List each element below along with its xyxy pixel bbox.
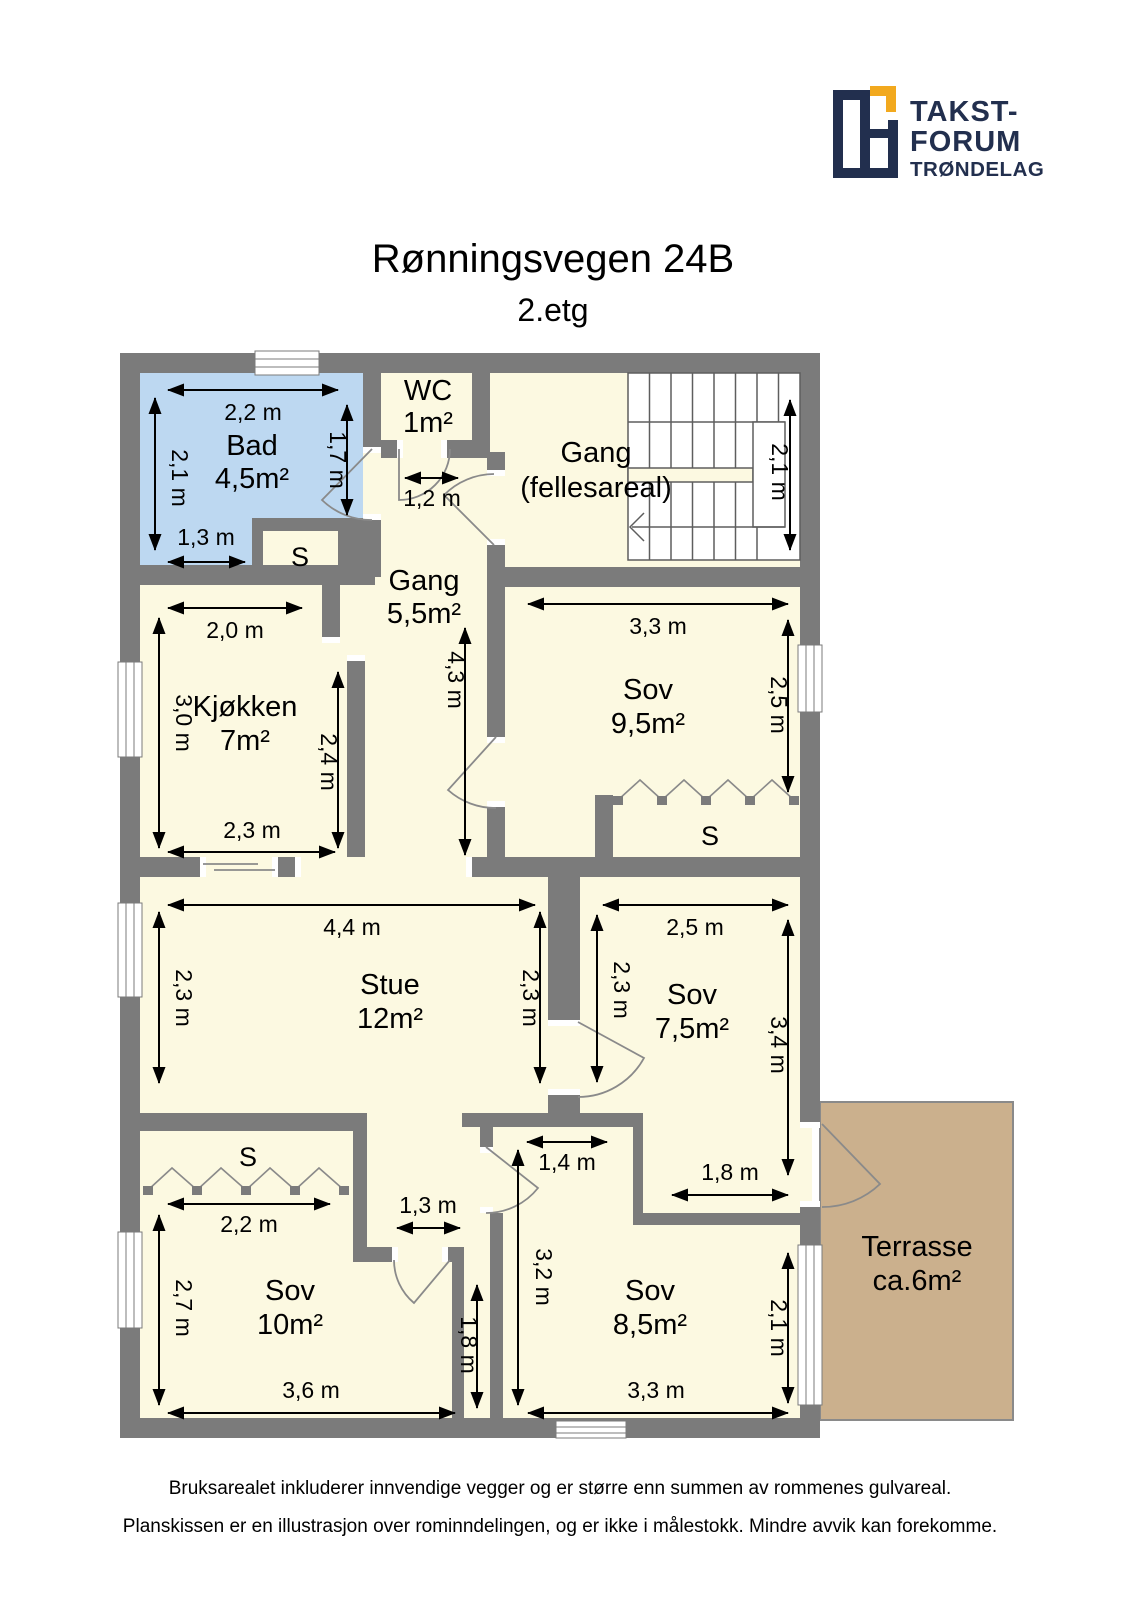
dim-sov3-height: 2,7 m xyxy=(171,1279,197,1337)
dim-sov2-inner-height: 2,3 m xyxy=(609,961,635,1019)
dim-stairs-height: 2,1 m xyxy=(767,443,793,501)
room-area-sov2: 7,5m² xyxy=(655,1013,729,1045)
dim-sov1-height: 2,5 m xyxy=(766,676,792,734)
dim-sov2-width: 2,5 m xyxy=(666,914,724,940)
logo-text-line1: TAKST- xyxy=(910,96,1019,128)
room-area-sov3: 10m² xyxy=(257,1309,323,1341)
closet-label-sov3: S xyxy=(239,1142,257,1172)
dim-wc-width: 1,2 m xyxy=(403,485,461,511)
takstforum-logo: TAKST- FORUM TRØNDELAG xyxy=(833,86,1044,181)
room-label-gang-felles: Gang xyxy=(561,437,632,469)
room-label-stue: Stue xyxy=(360,969,420,1001)
sov75-door xyxy=(577,1021,646,1098)
windows xyxy=(117,350,823,1439)
window-sov10 xyxy=(117,1231,143,1329)
dim-gang-height: 4,3 m xyxy=(443,651,469,709)
footer-line2: Planskissen er en illustrasjon over romi… xyxy=(123,1516,997,1537)
room-label-wc: WC xyxy=(404,375,452,407)
room-label-sov1: Sov xyxy=(623,674,673,706)
dim-bad-width: 2,2 m xyxy=(224,399,282,425)
dim-bad-inner-height: 1,7 m xyxy=(325,431,351,489)
logo-text-line3: TRØNDELAG xyxy=(910,158,1044,181)
room-area-gang-felles: (fellesareal) xyxy=(520,472,672,504)
sov10-door xyxy=(393,1259,451,1305)
room-area-wc: 1m² xyxy=(403,407,453,439)
dim-sov4-right-height: 2,1 m xyxy=(766,1299,792,1357)
room-area-terrasse: ca.6m² xyxy=(873,1265,962,1297)
entrance-door xyxy=(442,473,495,546)
room-area-gang: 5,5m² xyxy=(387,598,461,630)
window-kitchen xyxy=(117,661,143,758)
page-title: Rønningsvegen 24B xyxy=(372,237,734,281)
dim-kitchen-width: 2,0 m xyxy=(206,617,264,643)
dim-stue-height: 2,3 m xyxy=(171,969,197,1027)
dim-kitchen-inner-height: 2,4 m xyxy=(316,733,342,791)
room-area-sov1: 9,5m² xyxy=(611,708,685,740)
footer-line1: Bruksarealet inkluderer innvendige vegge… xyxy=(169,1478,952,1499)
window-top xyxy=(254,350,320,376)
closet-doors-sov95 xyxy=(613,778,799,805)
dim-sov1-width: 3,3 m xyxy=(629,613,687,639)
dim-sov4-height: 3,2 m xyxy=(531,1248,557,1306)
dim-bad-height: 2,1 m xyxy=(167,449,193,507)
room-area-sov4: 8,5m² xyxy=(613,1309,687,1341)
closet-label-sov1: S xyxy=(701,821,719,851)
room-label-gang: Gang xyxy=(389,565,460,597)
room-label-bad: Bad xyxy=(226,430,278,462)
window-stue xyxy=(117,902,143,998)
takstforum-logo-icon xyxy=(833,86,898,178)
room-label-terrasse: Terrasse xyxy=(861,1231,972,1263)
dim-passage-width: 1,3 m xyxy=(399,1192,457,1218)
room-area-kjokken: 7m² xyxy=(220,725,270,757)
room-area-bad: 4,5m² xyxy=(215,463,289,495)
dimension-arrows xyxy=(148,383,797,1420)
room-label-sov2: Sov xyxy=(667,979,717,1011)
door-jambs xyxy=(200,440,820,1262)
window-sov95 xyxy=(797,644,823,713)
dim-sov2-height: 3,4 m xyxy=(766,1016,792,1074)
room-area-stue: 12m² xyxy=(357,1003,423,1035)
dim-sov3-closet-width: 2,2 m xyxy=(220,1211,278,1237)
dim-niche-height: 1,8 m xyxy=(456,1316,482,1374)
dim-bad-bottom-width: 1,3 m xyxy=(177,524,235,550)
dim-sov4-width: 3,3 m xyxy=(627,1377,685,1403)
window-bottom xyxy=(555,1420,627,1439)
dim-sov2-bottom-width: 1,8 m xyxy=(701,1159,759,1185)
page-subtitle: 2.etg xyxy=(517,292,588,328)
room-label-sov4: Sov xyxy=(625,1275,675,1307)
room-labels: Bad 4,5m² WC 1m² Gang (fellesareal) Gang… xyxy=(193,375,973,1341)
dim-hall-width: 1,4 m xyxy=(538,1149,596,1175)
stair-direction-arrow xyxy=(628,512,645,542)
dim-sov3-width: 3,6 m xyxy=(282,1377,340,1403)
logo-text-line2: FORUM xyxy=(910,126,1021,158)
dim-kitchen-bottom-width: 2,3 m xyxy=(223,817,281,843)
dim-stue-inner-height: 2,3 m xyxy=(518,969,544,1027)
dimension-labels: 2,2 m 2,1 m 1,7 m 1,3 m 1,2 m 2,1 m 4,3 … xyxy=(167,399,793,1403)
room-label-kjokken: Kjøkken xyxy=(193,691,298,723)
wc-door xyxy=(398,448,451,501)
window-sov85 xyxy=(797,1244,823,1406)
closet-label-bad: S xyxy=(291,542,309,572)
closet-doors-sov10 xyxy=(143,1166,349,1195)
closet-folding-doors xyxy=(143,778,799,1195)
dim-stue-width: 4,4 m xyxy=(323,914,381,940)
room-label-sov3: Sov xyxy=(265,1275,315,1307)
staircase xyxy=(627,372,801,561)
dim-kitchen-height: 3,0 m xyxy=(171,694,197,752)
terrace-door xyxy=(821,1123,882,1208)
